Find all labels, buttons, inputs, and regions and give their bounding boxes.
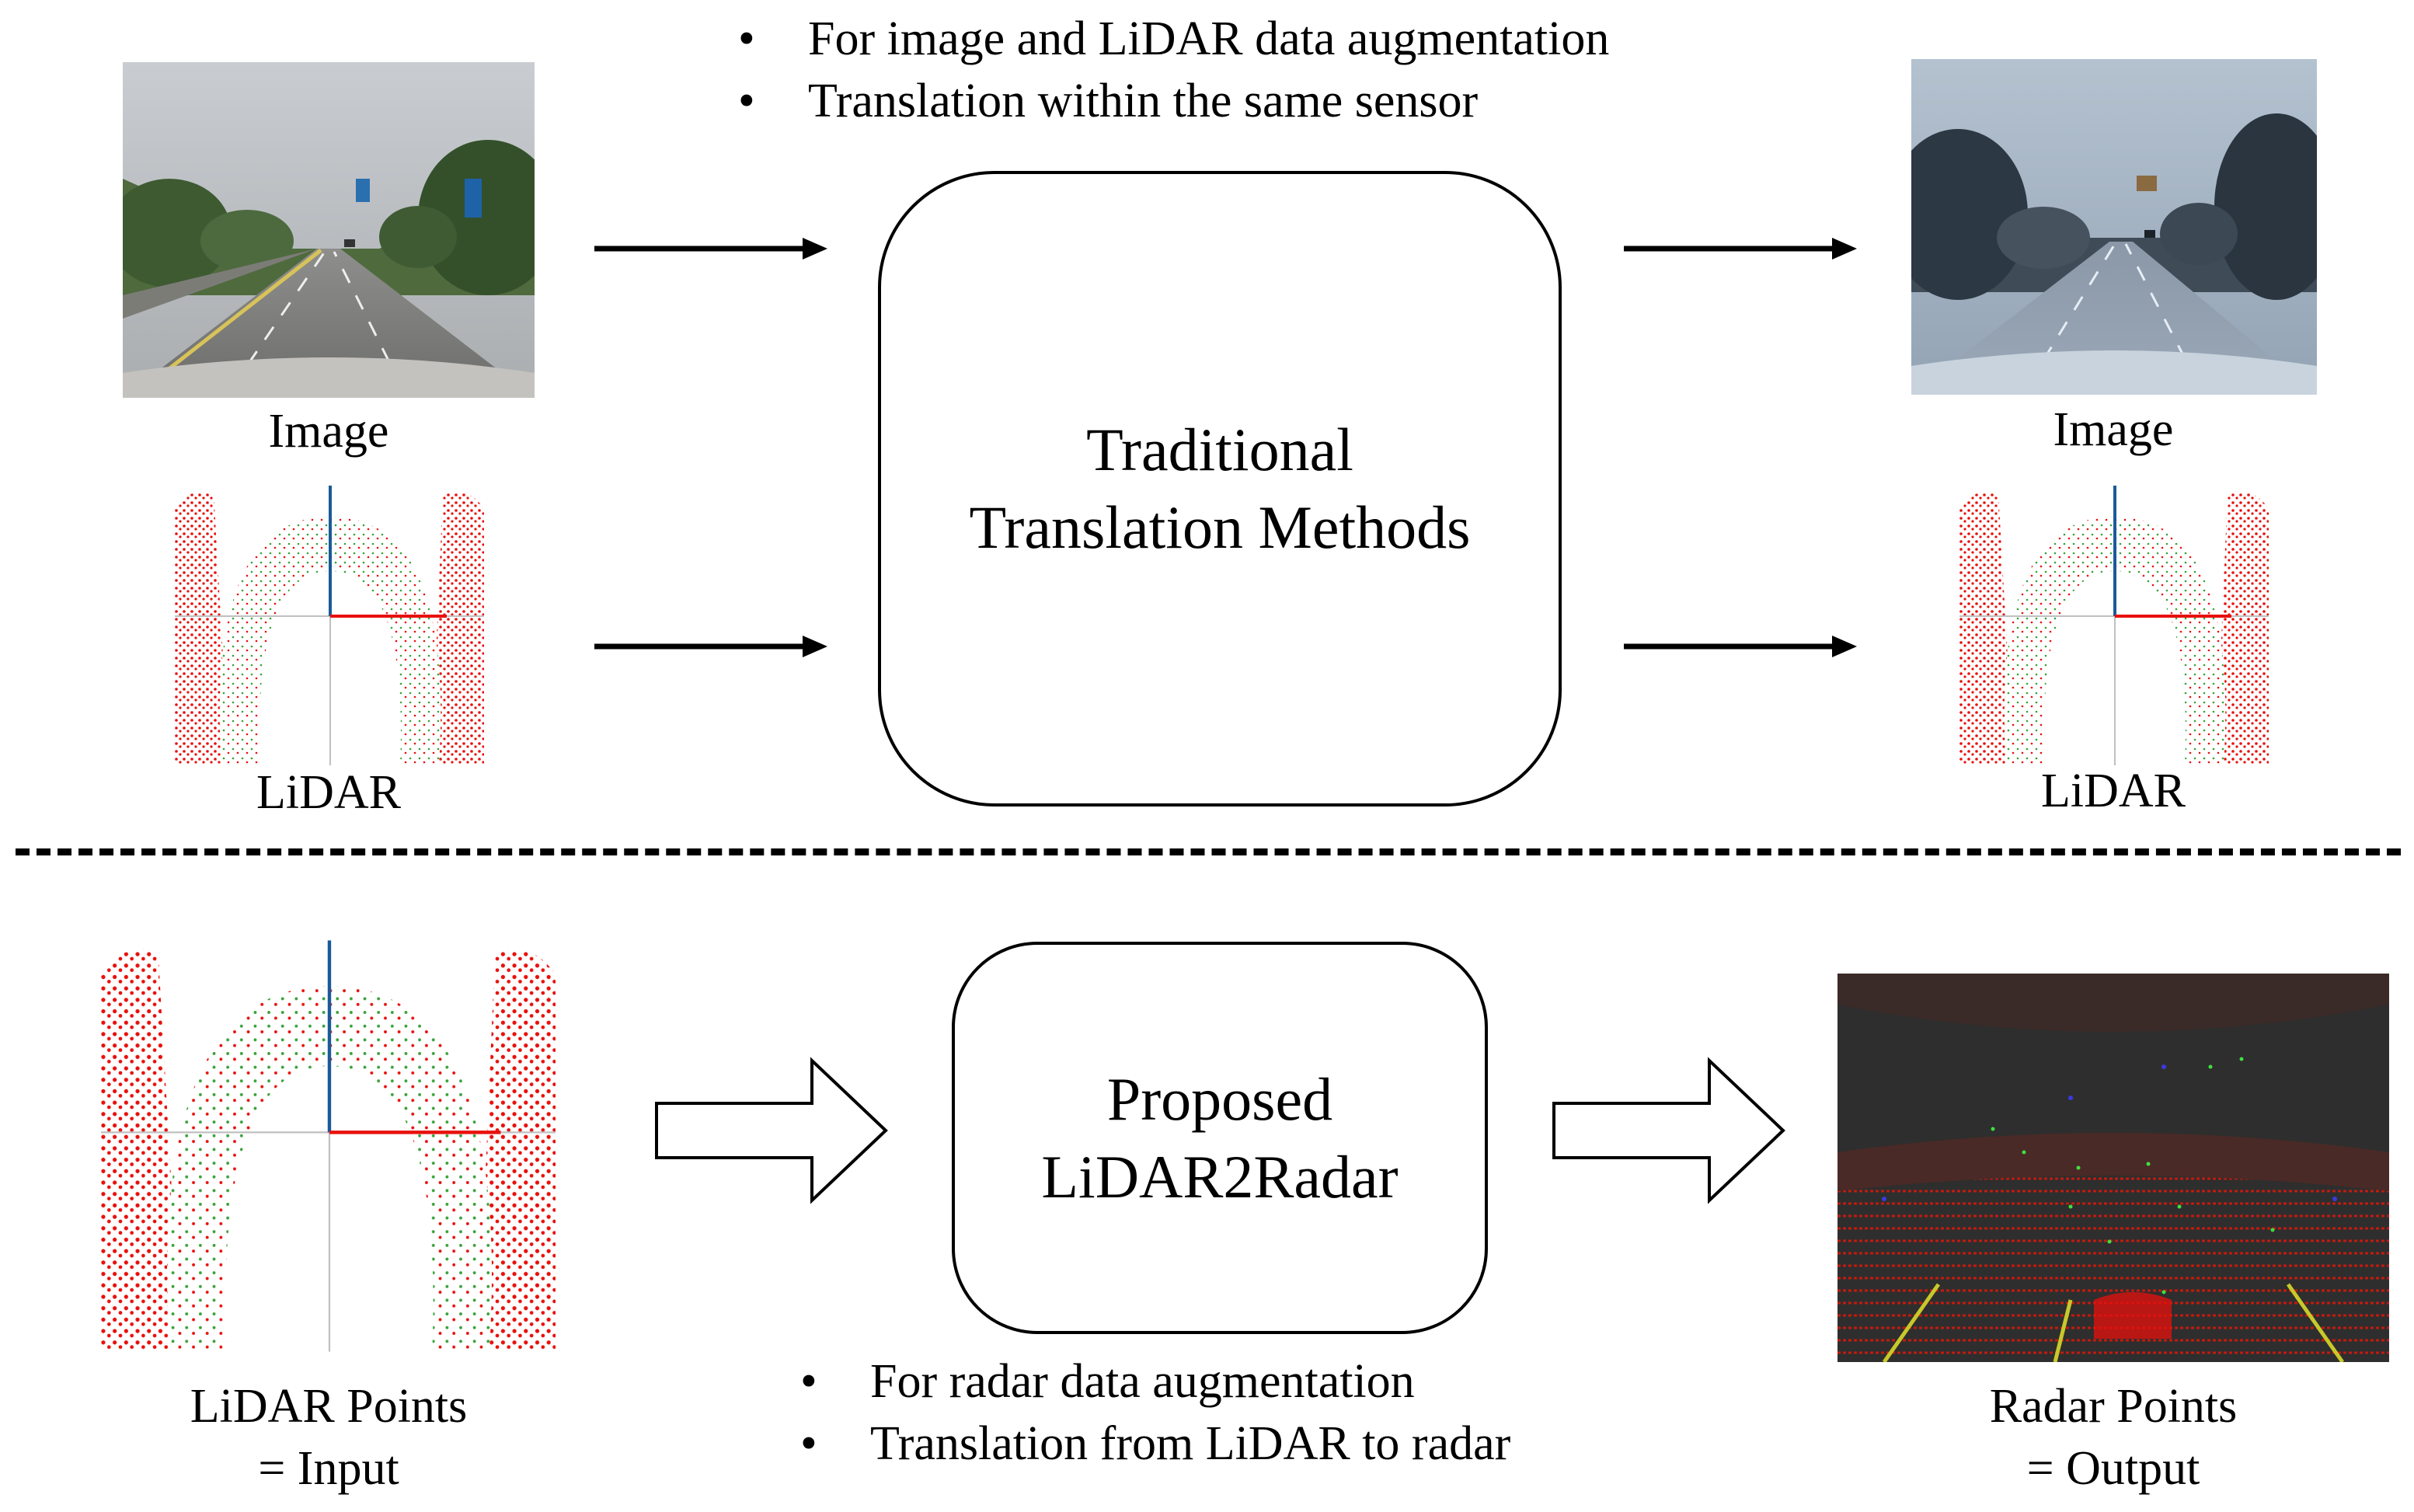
- traditional-methods-box: Traditional Translation Methods: [878, 171, 1562, 807]
- output-image-label: Image: [2053, 403, 2174, 456]
- input-lidar-image: [175, 486, 484, 765]
- radar-points-label-line2: = Output: [2026, 1442, 2200, 1495]
- top-input-arrow-upper: [594, 238, 827, 260]
- lidar-points-input-label: LiDAR Points = Input: [134, 1375, 523, 1500]
- radar-points-label-line1: Radar Points: [1989, 1380, 2238, 1433]
- top-bullet-list: For image and LiDAR data augmentation Tr…: [738, 8, 1609, 132]
- section-divider: [16, 848, 2401, 855]
- proposed-lidar2radar-box: Proposed LiDAR2Radar: [952, 942, 1488, 1334]
- bottom-input-arrow: [655, 1057, 888, 1204]
- output-lidar-label: LiDAR: [2041, 765, 2186, 817]
- bottom-bullet-item: Translation from LiDAR to radar: [800, 1413, 1510, 1475]
- top-output-arrow-lower: [1624, 636, 1857, 657]
- bottom-output-arrow: [1552, 1057, 1785, 1204]
- bottom-bullet-list: For radar data augmentation Translation …: [800, 1350, 1510, 1475]
- input-image-label: Image: [268, 405, 389, 458]
- bottom-bullet-item: For radar data augmentation: [800, 1350, 1510, 1413]
- top-bullet-item: For image and LiDAR data augmentation: [738, 8, 1609, 70]
- input-lidar-label: LiDAR: [256, 766, 401, 819]
- top-output-arrow-upper: [1624, 238, 1857, 260]
- lidar-points-input-image: [101, 940, 556, 1352]
- traditional-box-line1: Traditional: [1086, 416, 1353, 483]
- top-input-arrow-lower: [594, 636, 827, 657]
- proposed-box-line1: Proposed: [1106, 1064, 1333, 1133]
- proposed-box-line2: LiDAR2Radar: [1041, 1142, 1399, 1211]
- input-road-image: [123, 62, 535, 398]
- lidar-points-label-line2: = Input: [258, 1442, 399, 1495]
- lidar-points-label-line1: LiDAR Points: [190, 1380, 468, 1433]
- traditional-box-line2: Translation Methods: [969, 493, 1471, 561]
- output-road-image: [1911, 59, 2317, 395]
- top-bullet-item: Translation within the same sensor: [738, 70, 1609, 132]
- radar-points-output-label: Radar Points = Output: [1919, 1375, 2308, 1500]
- radar-points-output-image: [1837, 974, 2389, 1362]
- output-lidar-image: [1959, 486, 2269, 765]
